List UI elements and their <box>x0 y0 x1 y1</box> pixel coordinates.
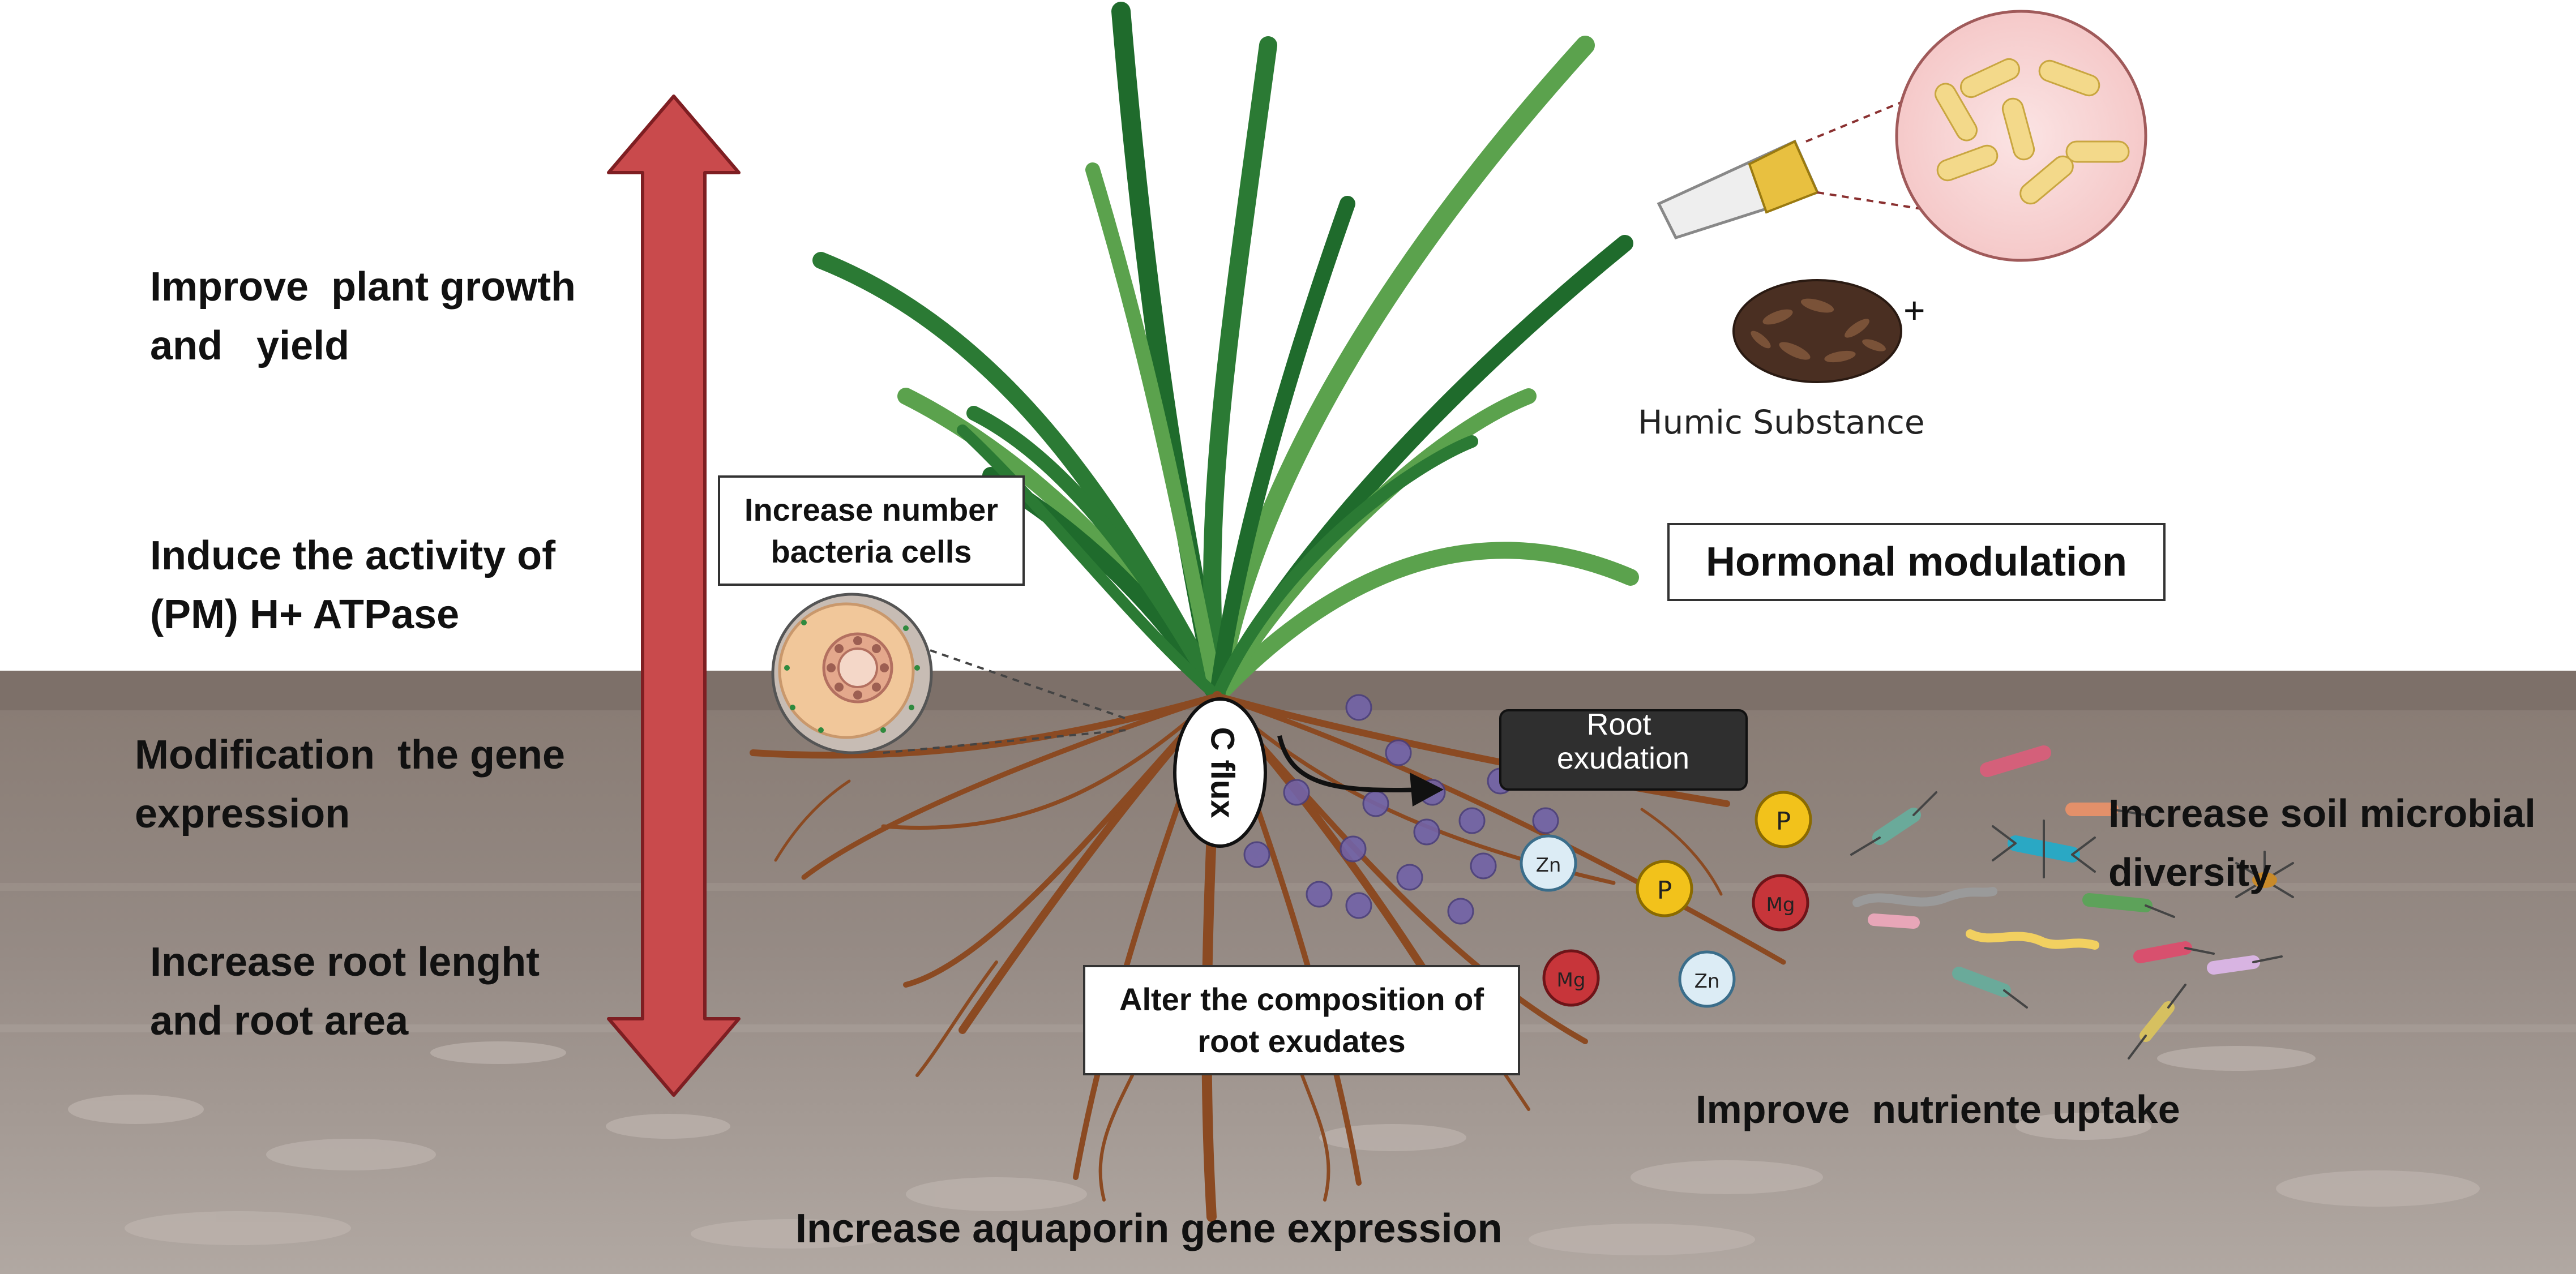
phosphorus-label: P <box>1657 876 1672 905</box>
phosphorus-label: P <box>1776 807 1791 836</box>
plant-shoot <box>812 2 1639 706</box>
label-nutrient-uptake: Improve nutriente uptake <box>1696 1087 2180 1131</box>
bacterium-icon <box>1952 967 2011 997</box>
soil-surface <box>0 671 2576 710</box>
bacterium-icon <box>2252 872 2277 888</box>
label-atpase-activity: Induce the activity of (PM) H+ ATPase <box>150 533 556 637</box>
flux-arrow <box>1277 735 1427 793</box>
nutrient-ions: P P Zn Zn Mg Mg <box>1520 791 1812 1008</box>
root-exudation-line: exudation <box>1557 741 1689 775</box>
bacterium-icon <box>1966 929 2099 950</box>
bacterium-icon <box>2139 1001 2175 1042</box>
humic-plus-sign: + <box>1903 289 1925 331</box>
c-flux-ellipse <box>1173 697 1267 848</box>
humic-substance-icon <box>1732 279 1902 383</box>
label-gene-expression: Modification the gene expression <box>135 732 566 837</box>
root-exudation-label: Root exudation <box>1557 707 1689 775</box>
box-alter-exudates-text: Alter the composition of root exudates <box>1119 981 1484 1059</box>
exudate-molecules <box>1243 694 1565 925</box>
bacterium-icon <box>1872 808 1921 845</box>
zinc-label: Zn <box>1536 854 1561 877</box>
zinc-ion: Zn <box>1678 950 1736 1008</box>
bacterium-icon <box>1852 887 1997 907</box>
soil-microbes <box>1850 745 2294 1059</box>
microbe-flagella <box>1850 791 2294 1059</box>
label-improve-growth: Improve plant growth and yield <box>150 264 576 368</box>
magnesium-ion: Mg <box>1542 949 1600 1007</box>
c-flux-label: C flux <box>1204 727 1241 818</box>
label-aquaporin: Increase aquaporin gene expression <box>795 1206 1503 1251</box>
zinc-ion: Zn <box>1520 834 1577 892</box>
bacterium-icon <box>2082 893 2153 912</box>
label-microbial-diversity: Increase soil microbial diversity <box>2108 791 2536 894</box>
bacterium-icon <box>2207 955 2260 975</box>
label-root-length: Increase root lenght and root area <box>150 940 540 1044</box>
soil-pebbles <box>68 1041 2480 1255</box>
box-hormonal-modulation: Hormonal modulation <box>1667 523 2166 601</box>
phosphorus-ion: P <box>1636 860 1693 917</box>
magnesium-label: Mg <box>1766 894 1795 916</box>
box-increase-bacteria: Increase number bacteria cells <box>718 475 1025 586</box>
box-increase-bacteria-text: Increase number bacteria cells <box>744 491 999 569</box>
zinc-label: Zn <box>1694 970 1720 993</box>
bacterium-icon <box>1868 913 1920 929</box>
magnesium-ion: Mg <box>1752 874 1809 932</box>
box-hormonal-modulation-text: Hormonal modulation <box>1706 539 2127 585</box>
bacterium-icon <box>1980 745 2051 777</box>
flask-icon <box>1657 101 1925 240</box>
root-cross-section-icon <box>771 593 1127 754</box>
root-exudation-line: Root <box>1586 707 1651 741</box>
phosphorus-ion: P <box>1755 791 1812 848</box>
bacterium-icon <box>2133 941 2192 963</box>
root-exudation-box <box>1499 709 1748 791</box>
bacteria-magnifier-icon <box>1895 10 2147 262</box>
double-headed-arrow <box>607 95 741 1097</box>
humic-substance-label: Humic Substance <box>1638 403 1925 441</box>
box-alter-exudates: Alter the composition of root exudates <box>1083 965 1520 1075</box>
flux-arrow-head <box>1410 773 1444 807</box>
magnesium-label: Mg <box>1557 969 1586 992</box>
